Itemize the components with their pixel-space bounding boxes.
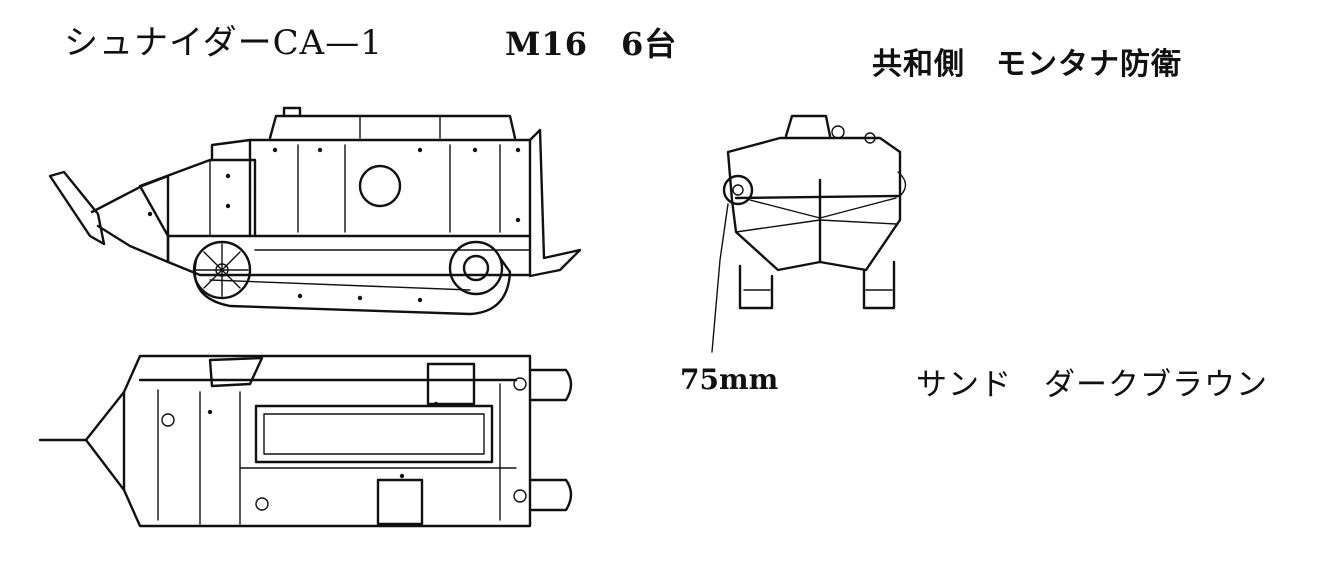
roof-box (268, 114, 517, 140)
top-nose (84, 390, 126, 492)
front-cupola (784, 114, 832, 138)
rear-tow-hook-top (528, 368, 573, 402)
right-track-front (862, 260, 896, 310)
tank-title: シュナイダーCA—1 (64, 23, 383, 63)
rear-frame (528, 128, 582, 278)
main-hull (210, 138, 532, 238)
left-track-front (738, 264, 774, 310)
drive-sprocket (192, 240, 252, 300)
top-hull-outline (122, 354, 532, 528)
model-count-label: M16 6台 (505, 25, 678, 63)
top-rear-hatch (426, 362, 476, 406)
top-roof-box (254, 404, 494, 464)
lower-hull (166, 234, 532, 277)
faction-label: 共和側 モンタナ防衛 (872, 47, 1182, 82)
rear-tow-hook-bottom (528, 478, 573, 512)
side-hatch (358, 164, 402, 208)
gun-caliber-label: 75mm (680, 363, 779, 396)
top-side-hatch (376, 478, 424, 526)
front-hull (138, 158, 257, 238)
front-hull-body (726, 136, 902, 272)
top-hatch-front (208, 356, 264, 388)
gun-leader-line (711, 203, 729, 353)
idler-wheel (448, 240, 504, 296)
gun-mount (722, 174, 754, 206)
paint-colors-label: サンド ダークブラウン (916, 367, 1268, 403)
